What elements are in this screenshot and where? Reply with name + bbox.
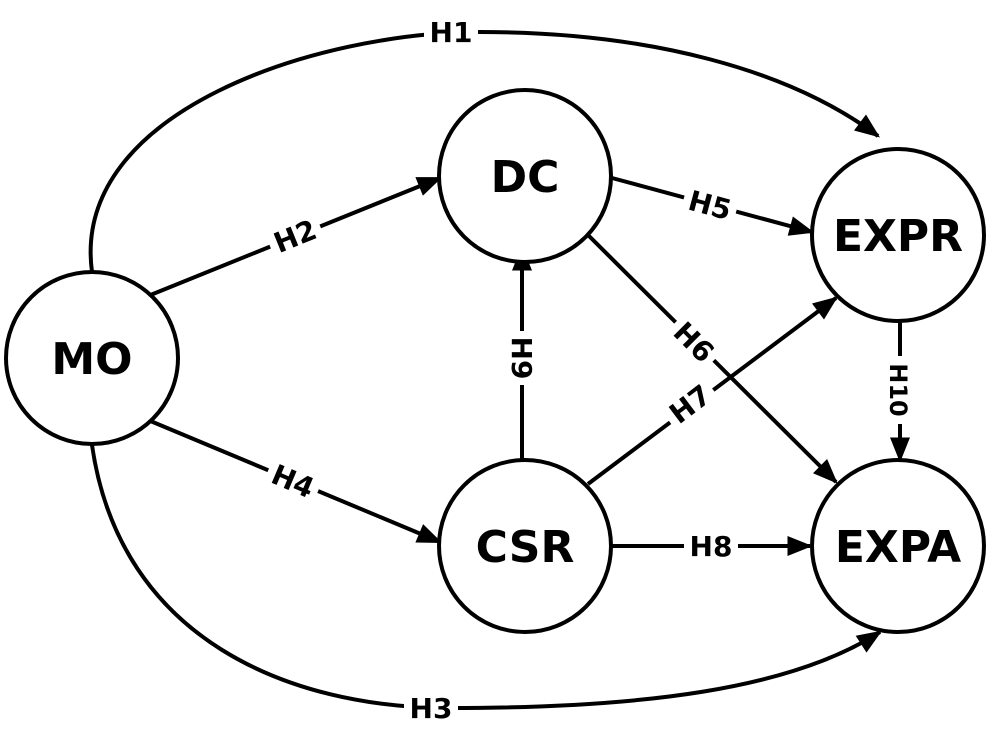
edge-label-h5-group: H5 <box>679 182 741 228</box>
node-expr: EXPR <box>810 147 986 323</box>
node-expa-label: EXPA <box>835 522 961 573</box>
node-csr-label: CSR <box>476 522 575 573</box>
edge-label-h3-group: H3 <box>404 692 458 725</box>
edge-label-h9: H9 <box>505 337 538 380</box>
node-dc-label: DC <box>491 152 560 203</box>
edge-label-h8: H8 <box>690 530 733 563</box>
node-mo: MO <box>4 270 180 446</box>
edge-label-h10-group: H10 <box>884 356 913 424</box>
node-expa: EXPA <box>810 458 986 634</box>
node-expr-label: EXPR <box>833 211 963 262</box>
node-dc: DC <box>437 88 613 264</box>
edge-label-h3: H3 <box>410 692 453 725</box>
edge-label-h2-group: H2 <box>263 211 327 261</box>
edge-label-h1: H1 <box>430 16 473 49</box>
edge-label-h10: H10 <box>884 363 912 416</box>
edge-label-h1-group: H1 <box>424 16 478 49</box>
edge-label-h9-group: H9 <box>505 331 538 385</box>
node-csr: CSR <box>437 458 613 634</box>
edge-label-h8-group: H8 <box>684 530 738 563</box>
edge-label-h4-group: H4 <box>261 455 325 507</box>
node-mo-label: MO <box>51 334 132 385</box>
edge-label-h5: H5 <box>685 184 735 227</box>
